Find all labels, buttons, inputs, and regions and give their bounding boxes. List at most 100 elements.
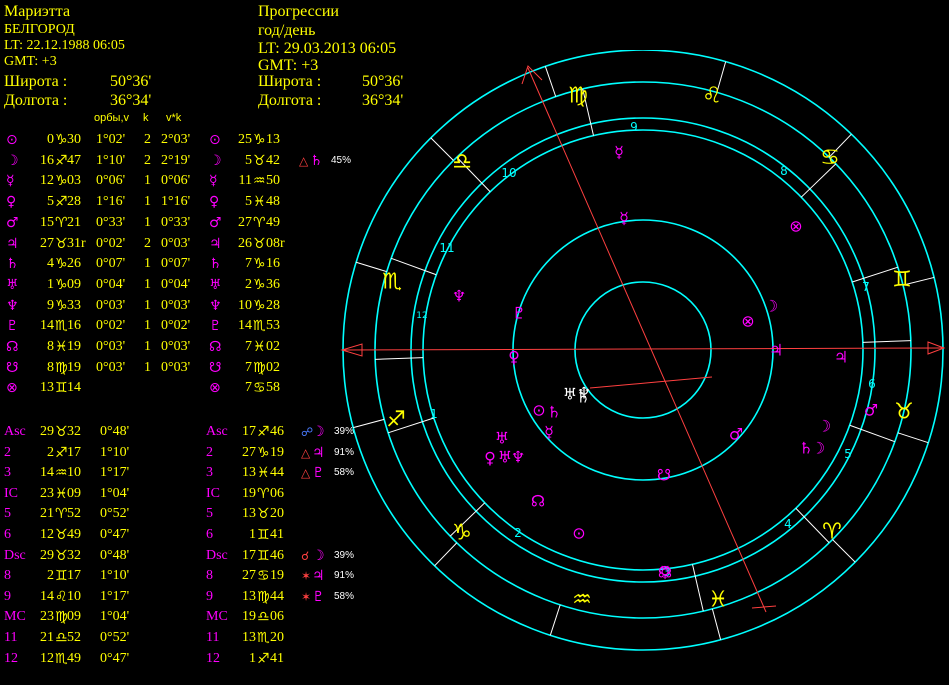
natal-house-label: 8 <box>4 568 11 584</box>
natal-house-label: 5 <box>4 506 11 522</box>
aspect-percent: 45% <box>331 154 352 166</box>
house-cusp-line <box>582 88 594 136</box>
natal-house-sign-icon: ♓ <box>55 485 68 502</box>
prog-house-minutes: 44 <box>270 465 284 481</box>
planet-vk: 0°07' <box>161 256 191 272</box>
natal-planet-minutes: 31r <box>67 235 86 251</box>
aquarius-icon: ♒ <box>572 588 592 613</box>
house-orb: 0°52' <box>100 630 130 645</box>
natal-house-sign-icon: ♉ <box>55 424 68 440</box>
natal-planet-sign-icon: ♑ <box>55 297 68 314</box>
natal-planet-minutes: 03 <box>67 173 81 189</box>
aspect-percent: 39% <box>334 549 355 561</box>
natal-house-label: 2 <box>4 444 11 460</box>
house-number: 9 <box>630 120 638 134</box>
prog-saturn-glyph: ♄ <box>799 439 813 458</box>
leo-icon: ♌ <box>702 84 722 109</box>
natal-planet-degree: 1 <box>47 276 54 292</box>
natal-mercury-glyph: ☿ <box>660 563 670 582</box>
natal-house-minutes: 49 <box>67 527 81 542</box>
sign-divider <box>549 604 561 636</box>
natal-house-sign-icon: ♍ <box>55 609 68 626</box>
prog-lt: LT: 29.03.2013 06:05 <box>258 40 397 57</box>
house-cusp-line <box>795 507 830 544</box>
natal-house-sign-icon: ♏ <box>55 650 68 667</box>
house-cusp-line <box>862 340 911 343</box>
natal-house-label: 11 <box>4 630 18 645</box>
aspect-icon: ✶ <box>301 589 312 604</box>
planet-orb: 0°07' <box>96 256 126 272</box>
planet-orb: 1°10' <box>96 152 126 168</box>
prog-house-label: 12 <box>206 650 220 666</box>
house-orb: 0°52' <box>100 506 130 522</box>
house-cusp-line <box>449 502 486 537</box>
cancer-icon: ♋ <box>820 146 840 171</box>
prog-house-minutes: 44 <box>270 588 284 604</box>
aspect-planet-glyph: ♃ <box>312 568 325 585</box>
prog-planet-degree: 5 <box>245 194 252 210</box>
prog-house-label: 2 <box>206 444 213 460</box>
prog-planet-glyph: ⊗ <box>209 380 221 397</box>
prog-title: Прогрессии <box>258 3 339 20</box>
prog-planet-sign-icon: ♋ <box>253 380 266 397</box>
prog-planet-degree: 11 <box>238 173 252 189</box>
prog-planet-glyph: ⊙ <box>209 132 221 148</box>
natal-planet-glyph: ♃ <box>6 235 19 252</box>
prog-jupiter-glyph: ♃ <box>769 341 783 360</box>
prog-gmt: GMT: +3 <box>258 57 319 74</box>
natal-planet-degree: 8 <box>47 339 54 354</box>
sign-divider <box>355 261 387 273</box>
house-orb: 0°48' <box>100 547 130 563</box>
prog-house-degree: 19 <box>242 609 256 625</box>
natal-house-degree: 21 <box>40 506 54 522</box>
house-number: 10 <box>501 166 516 180</box>
aspect-percent: 58% <box>334 467 355 479</box>
natal-house-sign-icon: ♉ <box>55 527 68 543</box>
natal-house-sign-icon: ♎ <box>55 630 68 646</box>
aspect-planet-glyph: ♄ <box>310 152 323 169</box>
natal-house-label: 6 <box>4 527 11 542</box>
sign-divider <box>902 276 935 286</box>
prog-planet-degree: 2 <box>245 276 252 292</box>
prog-planet-glyph: ♅ <box>209 276 222 293</box>
aspect-icon: ☍ <box>301 425 314 439</box>
prog-house-degree: 13 <box>242 588 256 604</box>
prog-planet-glyph: ♀ <box>209 194 220 211</box>
aspect-percent: 39% <box>334 426 355 437</box>
prog-house-degree: 13 <box>242 630 256 645</box>
prog-moon-glyph: ☽ <box>764 297 778 316</box>
planet-vk: 2°03' <box>161 132 191 147</box>
prog-planet-minutes: 02 <box>266 359 280 375</box>
planet-orb: 1°16' <box>96 194 126 210</box>
natal-planet-sign-icon: ♐ <box>55 194 68 211</box>
house-cusp-line <box>692 564 704 612</box>
prog-planet-sign-icon: ♉ <box>253 152 266 169</box>
sagittarius-icon: ♐ <box>386 408 406 433</box>
mc-ic-axis <box>527 67 767 613</box>
house-orb: 1°17' <box>100 465 130 481</box>
natal-planet-minutes: 28 <box>67 194 81 210</box>
prog-planet-sign-icon: ♓ <box>253 339 266 355</box>
house-orb: 1°10' <box>100 444 130 460</box>
prog-planet-degree: 14 <box>238 318 252 334</box>
prog-uranus-glyph: ♅ <box>563 385 577 404</box>
aspect-planet-glyph: ♇ <box>312 588 325 605</box>
natal-house-minutes: 49 <box>67 650 81 666</box>
natal-house-degree: 23 <box>40 609 54 625</box>
aspect-icon: ✶ <box>301 569 312 584</box>
natal-house-minutes: 52 <box>67 506 81 522</box>
house-cusp-line <box>456 156 491 193</box>
natal-house-label: IC <box>4 485 18 501</box>
sign-divider <box>430 137 454 161</box>
prog-planet-degree: 26 <box>238 235 252 251</box>
natal-lat-label: Широта : <box>4 73 68 90</box>
prog-planet-glyph: ♇ <box>209 318 222 335</box>
natal-planet-sign-icon: ♉ <box>55 235 68 252</box>
natal-neptune-glyph: ♆ <box>511 448 525 467</box>
prog-house-label: 3 <box>206 465 213 481</box>
